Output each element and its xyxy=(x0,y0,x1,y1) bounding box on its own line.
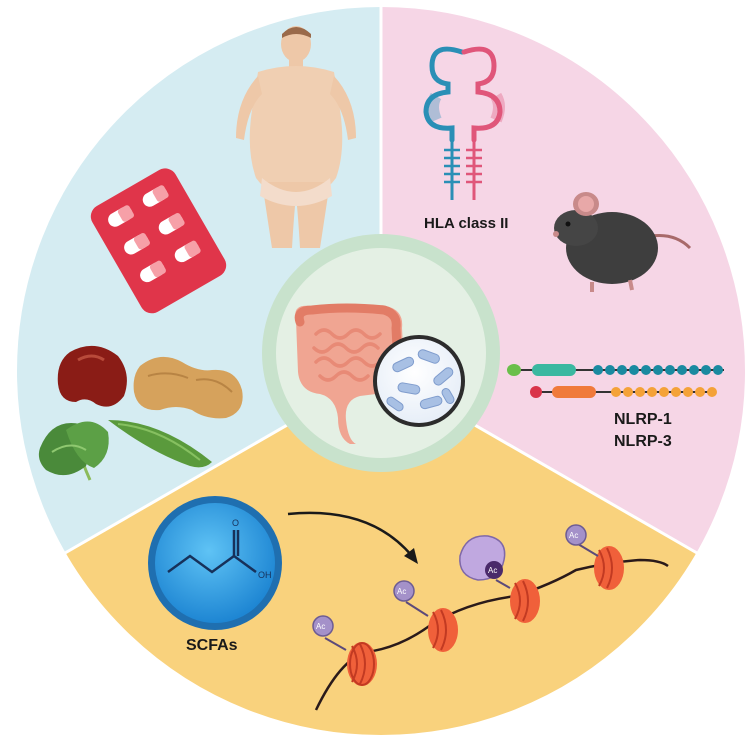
nlrp-domain-icon xyxy=(507,364,724,398)
obese-human-icon xyxy=(236,26,356,248)
peanut-icon xyxy=(133,356,243,419)
nucleosome-4 xyxy=(594,546,624,590)
oxygen-label: O xyxy=(232,518,239,528)
nucleosome-1 xyxy=(347,642,377,686)
hla-label: HLA class II xyxy=(424,215,508,232)
nlrp3-label: NLRP-3 xyxy=(614,433,672,450)
acetyl-tag-2: Ac xyxy=(393,580,429,617)
nucleosome-3 xyxy=(510,579,540,623)
bacteria-icon xyxy=(373,335,465,427)
butyrate-molecule-icon: O OH xyxy=(148,496,282,630)
acetyl-tag-4: Ac xyxy=(565,524,599,557)
pill-blister-icon xyxy=(90,168,227,314)
arrow xyxy=(287,511,418,564)
hla-molecule-icon xyxy=(423,46,505,200)
mouse-icon xyxy=(553,192,692,292)
chromatin-icon: Ac Ac Ac Ac xyxy=(312,524,669,711)
nucleosome-2 xyxy=(428,608,458,652)
spinach-icon xyxy=(38,421,109,481)
pea-pod-icon xyxy=(108,420,212,468)
acetyl-tag-1: Ac xyxy=(312,615,347,651)
kidney-bean-icon xyxy=(57,345,127,407)
acetyl-label-4: Ac xyxy=(569,531,578,540)
hdac-enzyme: Ac xyxy=(459,535,511,589)
acetyl-label-2: Ac xyxy=(397,587,406,596)
nlrp1-label: NLRP-1 xyxy=(614,411,672,428)
scfas-label: SCFAs xyxy=(186,637,238,654)
acetyl-label-3: Ac xyxy=(488,566,497,575)
hydroxyl-label: OH xyxy=(258,570,272,580)
acetyl-label-1: Ac xyxy=(316,622,325,631)
